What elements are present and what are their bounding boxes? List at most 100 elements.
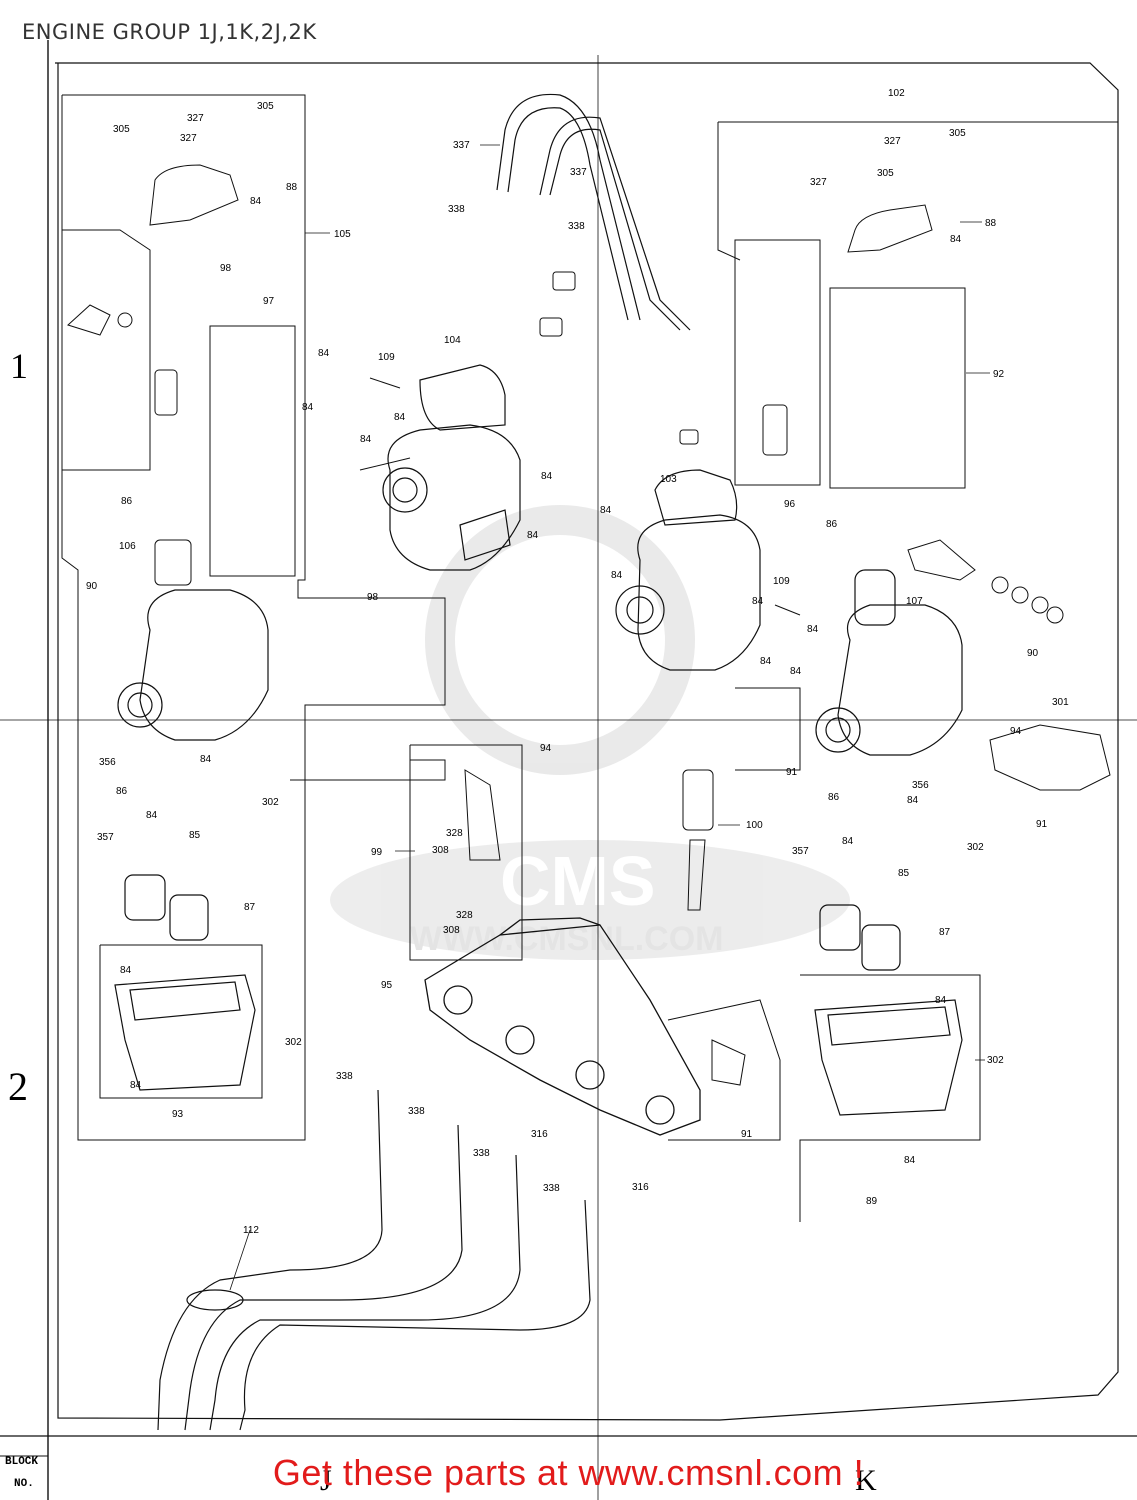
- callout-84: 84: [611, 570, 623, 581]
- footer-no-label: NO.: [14, 1478, 34, 1490]
- callout-84: 84: [302, 402, 314, 413]
- callout-94: 94: [540, 743, 552, 754]
- purchase-link-banner[interactable]: Get these parts at www.cmsnl.com !: [272, 1452, 865, 1493]
- callout-337: 337: [453, 140, 470, 151]
- callout-302: 302: [285, 1037, 302, 1048]
- float-chamber-right: [814, 999, 963, 1116]
- callout-338: 338: [408, 1106, 425, 1117]
- callout-84: 84: [790, 666, 802, 677]
- callout-338: 338: [336, 1071, 353, 1082]
- callout-90: 90: [86, 581, 98, 592]
- callout-327: 327: [180, 133, 197, 144]
- diagram-title: ENGINE GROUP 1J,1K,2J,2K: [22, 20, 317, 44]
- callout-84: 84: [146, 810, 158, 821]
- carburetor-4: [815, 569, 963, 756]
- callout-84: 84: [907, 795, 919, 806]
- callout-labels: 327 305 305 327 88 84 105 98 97 84 84 84…: [86, 88, 1069, 1236]
- callout-357: 357: [792, 846, 809, 857]
- group-outlines: [61, 94, 1119, 1222]
- callout-91: 91: [786, 767, 798, 778]
- grid-row-1: 1: [10, 346, 28, 386]
- callout-338: 338: [568, 221, 585, 232]
- callout-356: 356: [99, 757, 116, 768]
- float-chamber-left: [114, 974, 256, 1091]
- callout-97: 97: [263, 296, 275, 307]
- callout-91: 91: [741, 1129, 753, 1140]
- callout-305: 305: [949, 128, 966, 139]
- callout-84: 84: [541, 471, 553, 482]
- callout-107: 107: [906, 596, 923, 607]
- callout-305: 305: [113, 124, 130, 135]
- intake-manifold: [424, 917, 701, 1136]
- callout-316: 316: [632, 1182, 649, 1193]
- callout-356: 356: [912, 780, 929, 791]
- callout-301: 301: [1052, 697, 1069, 708]
- callout-84: 84: [250, 196, 262, 207]
- footer-block-label: BLOCK: [5, 1456, 38, 1468]
- callout-87: 87: [244, 902, 256, 913]
- watermark-url: WWW.CMSNL.COM: [410, 920, 724, 958]
- callout-109: 109: [773, 576, 790, 587]
- callout-88: 88: [286, 182, 298, 193]
- callout-95: 95: [381, 980, 393, 991]
- callout-305: 305: [877, 168, 894, 179]
- callout-103: 103: [660, 474, 677, 485]
- grid-col-k: K: [855, 1464, 877, 1497]
- frame: [0, 40, 1137, 1500]
- callout-106: 106: [119, 541, 136, 552]
- floats: [124, 874, 901, 971]
- callout-338: 338: [543, 1183, 560, 1194]
- callout-94: 94: [1010, 726, 1022, 737]
- callout-112: 112: [243, 1225, 259, 1236]
- callout-92: 92: [993, 369, 1005, 380]
- carburetor-2: [615, 469, 761, 671]
- callout-89: 89: [866, 1196, 878, 1207]
- callout-308: 308: [432, 845, 449, 856]
- callout-84: 84: [318, 348, 330, 359]
- callout-327: 327: [884, 136, 901, 147]
- callout-86: 86: [116, 786, 128, 797]
- callout-84: 84: [200, 754, 212, 765]
- callout-84: 84: [527, 530, 539, 541]
- callout-327: 327: [187, 113, 204, 124]
- callout-96: 96: [784, 499, 796, 510]
- callout-84: 84: [950, 234, 962, 245]
- callout-100: 100: [746, 820, 763, 831]
- callout-84: 84: [600, 505, 612, 516]
- callout-104: 104: [444, 335, 461, 346]
- callout-99: 99: [371, 847, 383, 858]
- callout-357: 357: [97, 832, 114, 843]
- callout-109: 109: [378, 352, 395, 363]
- callout-85: 85: [189, 830, 201, 841]
- callout-86: 86: [828, 792, 840, 803]
- callout-93: 93: [172, 1109, 184, 1120]
- callout-98: 98: [367, 592, 379, 603]
- callout-338: 338: [448, 204, 465, 215]
- callout-86: 86: [826, 519, 838, 530]
- grid-col-j: J: [320, 1464, 332, 1497]
- callout-84: 84: [935, 995, 947, 1006]
- callout-337: 337: [570, 167, 587, 178]
- callout-84: 84: [752, 596, 764, 607]
- carburetor-1: [382, 364, 521, 571]
- small-parts: [67, 164, 1111, 1086]
- callout-88: 88: [985, 218, 997, 229]
- callout-338: 338: [473, 1148, 490, 1159]
- leader-lines: [229, 144, 990, 1291]
- callout-98: 98: [220, 263, 232, 274]
- callout-90: 90: [1027, 648, 1039, 659]
- carburetor-3: [117, 589, 269, 741]
- callout-84: 84: [130, 1080, 142, 1091]
- callout-87: 87: [939, 927, 951, 938]
- callout-86: 86: [121, 496, 133, 507]
- callout-328: 328: [446, 828, 463, 839]
- callout-91: 91: [1036, 819, 1048, 830]
- callout-84: 84: [394, 412, 406, 423]
- fuel-hoses: [496, 93, 691, 331]
- watermark-text: CMS: [500, 842, 656, 920]
- callout-328: 328: [456, 910, 473, 921]
- callout-84: 84: [807, 624, 819, 635]
- callout-305: 305: [257, 101, 274, 112]
- callout-302: 302: [987, 1055, 1004, 1066]
